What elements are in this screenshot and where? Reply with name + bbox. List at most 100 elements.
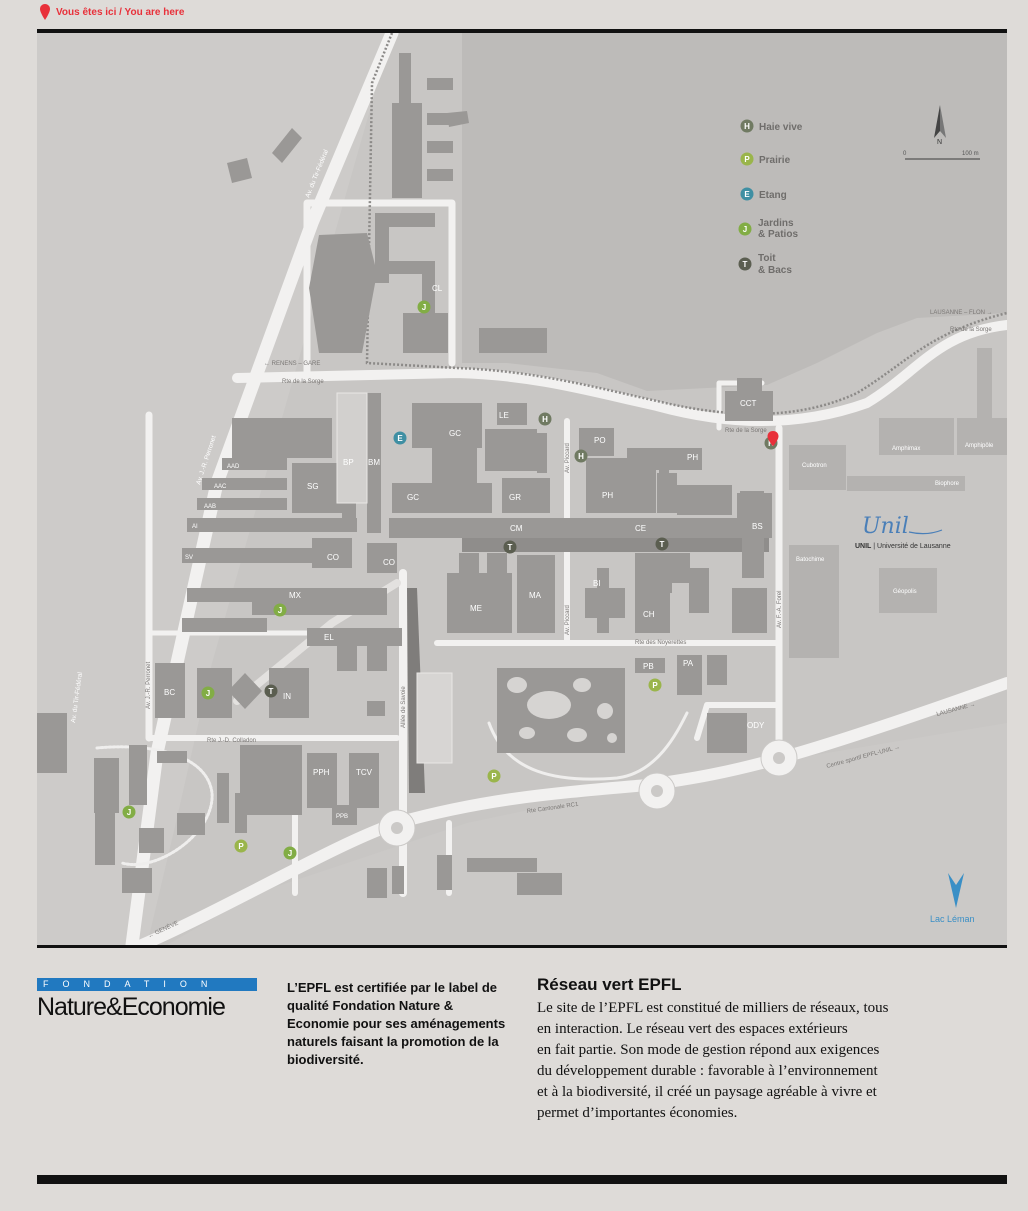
you-are-here-header: Vous êtes ici / You are here bbox=[40, 4, 184, 20]
road-perronet-bottom-label: Av. J.-R. Perronet bbox=[146, 662, 152, 709]
legend-label: Toit bbox=[758, 253, 776, 264]
legend-label-line2: & Bacs bbox=[758, 265, 792, 276]
reseau-vert-title: Réseau vert EPFL bbox=[537, 975, 682, 994]
road-sorge-mid-label: Rte de la Sorge bbox=[725, 428, 767, 434]
reseau-vert-block: Réseau vert EPFL Le site de l’EPFL est c… bbox=[537, 974, 977, 1124]
svg-text:J: J bbox=[288, 849, 292, 858]
scale-bar: 0 100 m bbox=[903, 151, 980, 160]
road-piccard-top-label: Av. Piccard bbox=[565, 443, 571, 473]
building-pa-label: PA bbox=[683, 659, 694, 668]
svg-text:J: J bbox=[127, 808, 131, 817]
you-are-here-pin-icon bbox=[767, 431, 779, 447]
road-renens-gare-label: ← RENENS – GARE bbox=[264, 361, 320, 367]
svg-text:H: H bbox=[744, 122, 750, 131]
fondation-logo: FONDATION Nature&Economie bbox=[37, 978, 257, 1022]
marker-toit: T bbox=[655, 537, 669, 551]
road-lausanne-flon-label: LAUSANNE – FLON → bbox=[930, 310, 993, 316]
marker-jardins: J bbox=[122, 805, 136, 819]
building-pph-label: PPH bbox=[313, 768, 330, 777]
unil-amphipole-label: Amphipôle bbox=[965, 443, 994, 449]
map-bottom-rule bbox=[37, 945, 1007, 948]
building-aac-label: AAC bbox=[214, 484, 227, 490]
unil-biophore-label: Biophore bbox=[935, 481, 960, 487]
certification-text: L’EPFL est certifiée par le label de qua… bbox=[287, 980, 506, 1067]
building-bp-label: BP bbox=[343, 458, 354, 467]
building-pb-label: PB bbox=[643, 662, 654, 671]
building-aad-label: AAD bbox=[227, 464, 240, 470]
legend-label: Etang bbox=[759, 190, 787, 201]
legend-item-etang: E Etang bbox=[740, 187, 787, 201]
svg-text:J: J bbox=[743, 225, 747, 234]
building-cm-label: CM bbox=[510, 524, 523, 533]
building-co-label: CO bbox=[327, 553, 339, 562]
legend-label-line2: & Patios bbox=[758, 229, 798, 240]
legend-item-prairie: P Prairie bbox=[740, 152, 791, 166]
svg-text:P: P bbox=[744, 155, 750, 164]
unil-caption-text: | Université de Lausanne bbox=[871, 543, 950, 550]
fondation-band: FONDATION bbox=[37, 978, 257, 991]
unil-geopolis-label: Géopolis bbox=[893, 589, 917, 595]
road-colladon-label: Rte J.-D. Colladon bbox=[207, 738, 256, 744]
fondation-name: Nature&Economie bbox=[37, 993, 226, 1021]
svg-text:T: T bbox=[660, 540, 665, 549]
road-allee-savoie-label: Allée de Savoie bbox=[401, 686, 407, 728]
svg-text:T: T bbox=[508, 543, 513, 552]
svg-text:J: J bbox=[206, 689, 210, 698]
marker-prairie: P bbox=[648, 678, 662, 692]
building-gr-label: GR bbox=[509, 493, 521, 502]
campus-map: CL GC GC LE GR PO PH PH CCT BP BM SG AAD… bbox=[37, 33, 1007, 945]
svg-text:H: H bbox=[578, 452, 584, 461]
svg-text:J: J bbox=[278, 606, 282, 615]
road-noyerettes-label: Rte des Noyerettes bbox=[635, 640, 686, 646]
marker-jardins: J bbox=[201, 686, 215, 700]
building-ch-label: CH bbox=[643, 610, 655, 619]
building-cct-label: CCT bbox=[740, 399, 757, 408]
building-sv-label: SV bbox=[185, 555, 193, 561]
top-rule bbox=[37, 29, 1007, 33]
building-co2-label: CO bbox=[383, 558, 395, 567]
legend-item-toit: T Toit & Bacs bbox=[738, 253, 792, 276]
marker-toit: T bbox=[503, 540, 517, 554]
unil-amphimax-label: Amphimax bbox=[892, 446, 920, 452]
building-le-label: LE bbox=[499, 411, 509, 420]
svg-text:E: E bbox=[397, 434, 403, 443]
marker-prairie: P bbox=[487, 769, 501, 783]
building-ma-label: MA bbox=[529, 591, 542, 600]
building-me-label: ME bbox=[470, 604, 482, 613]
svg-text:P: P bbox=[491, 772, 497, 781]
svg-text:P: P bbox=[652, 681, 658, 690]
unil-logo-script: Unil bbox=[862, 514, 909, 539]
building-bs-label: BS bbox=[752, 522, 763, 531]
unil-logo-swash bbox=[908, 529, 943, 535]
svg-text:T: T bbox=[743, 260, 748, 269]
legend-label: Prairie bbox=[759, 155, 791, 166]
marker-jardins: J bbox=[283, 846, 297, 860]
building-ppb-label: PPB bbox=[336, 814, 348, 820]
marker-prairie: P bbox=[234, 839, 248, 853]
building-ph-label: PH bbox=[687, 453, 698, 462]
building-bm-label: BM bbox=[368, 458, 380, 467]
building-in-label: IN bbox=[283, 692, 291, 701]
reseau-vert-text: Le site de l’EPFL est constitué de milli… bbox=[537, 1000, 889, 1121]
north-label: N bbox=[937, 139, 942, 146]
unil-batochime-label: Batochime bbox=[796, 557, 825, 563]
building-bi-label: BI bbox=[593, 579, 601, 588]
legend-label: Jardins bbox=[758, 218, 794, 229]
road-sorge-left-label: Rte de la Sorge bbox=[282, 379, 324, 385]
road-forel-label: Av. F.-A. Forel bbox=[777, 591, 783, 628]
lake-leman-label: Lac Léman bbox=[930, 914, 975, 924]
building-el-label: EL bbox=[324, 633, 334, 642]
road-piccard-bottom-label: Av. Piccard bbox=[565, 605, 571, 635]
south-arrow-icon bbox=[948, 873, 964, 908]
svg-text:J: J bbox=[422, 303, 426, 312]
unil-cubotron-label: Cubotron bbox=[802, 463, 827, 469]
building-po-label: PO bbox=[594, 436, 606, 445]
marker-haie-vive: H bbox=[574, 449, 588, 463]
building-ph2-label: PH bbox=[602, 491, 613, 500]
unil-caption: UNIL | Université de Lausanne bbox=[855, 543, 951, 550]
legend-label: Haie vive bbox=[759, 122, 803, 133]
bottom-rule bbox=[37, 1175, 1007, 1184]
lake-leman-indicator: Lac Léman bbox=[930, 873, 975, 924]
road-sorge-right-label: Rte de la Sorge bbox=[950, 327, 992, 333]
you-are-here-label: Vous êtes ici / You are here bbox=[56, 6, 185, 18]
